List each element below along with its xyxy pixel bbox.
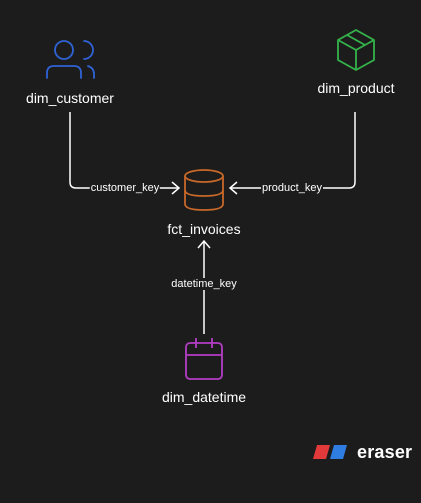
node-label-datetime[interactable]: dim_datetime [161,389,247,405]
eraser-logo-text: eraser [357,441,413,462]
eraser-logo-mark [313,445,347,459]
calendar-icon[interactable] [185,338,223,380]
eraser-logo[interactable]: eraser [311,441,412,463]
connector-product-invoices[interactable] [228,112,356,195]
edge-label-product-key: product_key [261,182,323,194]
database-icon[interactable] [184,169,224,211]
node-label-invoices[interactable]: fct_invoices [167,221,241,237]
connector-customer-invoices[interactable] [69,112,181,195]
edge-label-datetime-key: datetime_key [170,278,238,290]
user-icon[interactable] [46,40,95,79]
node-label-customer[interactable]: dim_customer [26,90,114,106]
node-label-product[interactable]: dim_product [317,80,395,96]
edge-label-customer-key: customer_key [89,182,161,194]
box-icon[interactable] [337,29,375,71]
